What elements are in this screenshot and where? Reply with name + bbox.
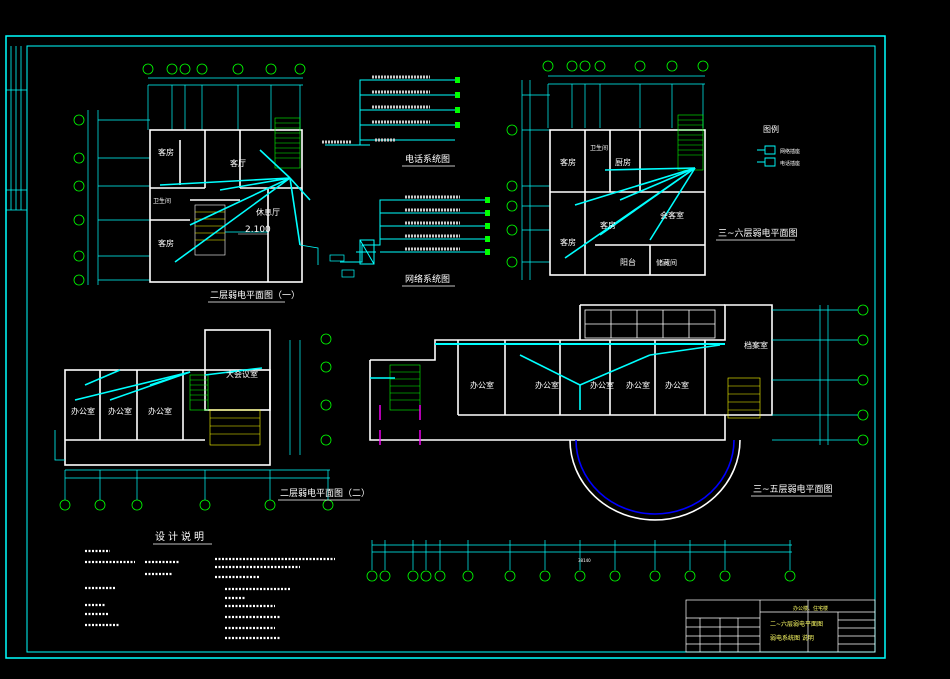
room-label: 办公室	[71, 406, 95, 416]
plan-floor3-5: 办公室 办公室 办公室 办公室 办公室 档案室 三~五层弱电平面图	[369, 304, 869, 521]
plan-title: 三~五层弱电平面图	[753, 483, 833, 495]
room-label: 大会议室	[226, 369, 258, 379]
bottom-dimensions: 38140	[366, 540, 796, 582]
room-label: 办公室	[470, 380, 494, 390]
plan-floor2-part1: 客房 客房 客厅 卫生间 休息厅 2.100 二层弱电平面图（一）	[73, 63, 355, 303]
room-label: 办公室	[148, 406, 172, 416]
room-label: 客房	[158, 238, 174, 248]
network-system: 网络系统图	[340, 195, 490, 287]
binding-strip	[6, 46, 27, 211]
design-notes: 设计说明	[85, 530, 335, 640]
plan-floor2-part2: 办公室 办公室 办公室 大会议室 二层弱电平面图（二）	[54, 329, 370, 511]
room-label: 档案室	[744, 340, 768, 350]
legend: 图例 网络插座 电话插座	[757, 124, 800, 167]
room-label: 办公室	[535, 380, 559, 390]
legend-title: 图例	[763, 124, 779, 134]
drawing-name: 二~六层弱电平面图	[770, 620, 823, 628]
notes-title: 设计说明	[155, 530, 207, 543]
plan-title: 二层弱电平面图（一）	[210, 289, 300, 301]
room-label: 办公室	[626, 380, 650, 390]
room-label: 储藏间	[656, 258, 677, 267]
plan-floor3-6: 客房 客房 客房 会客室 卫生间 厨房 阳台 储藏间 三~六层弱电平面图	[506, 60, 798, 280]
plan-title: 三~六层弱电平面图	[718, 227, 798, 239]
legend-item: 电话插座	[780, 160, 800, 167]
room-label: 休息厅	[256, 207, 280, 217]
system-title: 电话系统图	[405, 153, 450, 165]
elevation-label: 2.100	[245, 225, 271, 235]
room-label: 阳台	[620, 257, 636, 267]
system-title: 网络系统图	[405, 273, 450, 285]
room-label: 客房	[560, 157, 576, 167]
telephone-system: 电话系统图	[322, 75, 460, 167]
room-label: 客房	[560, 237, 576, 247]
plan-title: 二层弱电平面图（二）	[280, 487, 370, 499]
room-label: 办公室	[665, 380, 689, 390]
inner-frame	[26, 45, 876, 653]
room-label: 会客室	[660, 210, 684, 220]
legend-item: 网络插座	[780, 148, 800, 155]
total-dimension: 38140	[578, 558, 591, 563]
room-label: 客房	[158, 147, 174, 157]
drawing-name-2: 弱电系统图 说明	[770, 634, 814, 642]
room-label: 办公室	[590, 380, 614, 390]
room-label: 办公室	[108, 406, 132, 416]
project-name: 办公楼、住宅楼	[793, 605, 828, 612]
room-label: 卫生间	[153, 197, 171, 205]
outer-frame	[5, 35, 886, 659]
room-label: 厨房	[615, 157, 631, 167]
title-block: 办公楼、住宅楼 二~六层弱电平面图 弱电系统图 说明	[685, 599, 876, 653]
room-label: 客房	[600, 220, 616, 230]
room-label: 卫生间	[590, 144, 608, 152]
room-label: 客厅	[230, 158, 246, 168]
